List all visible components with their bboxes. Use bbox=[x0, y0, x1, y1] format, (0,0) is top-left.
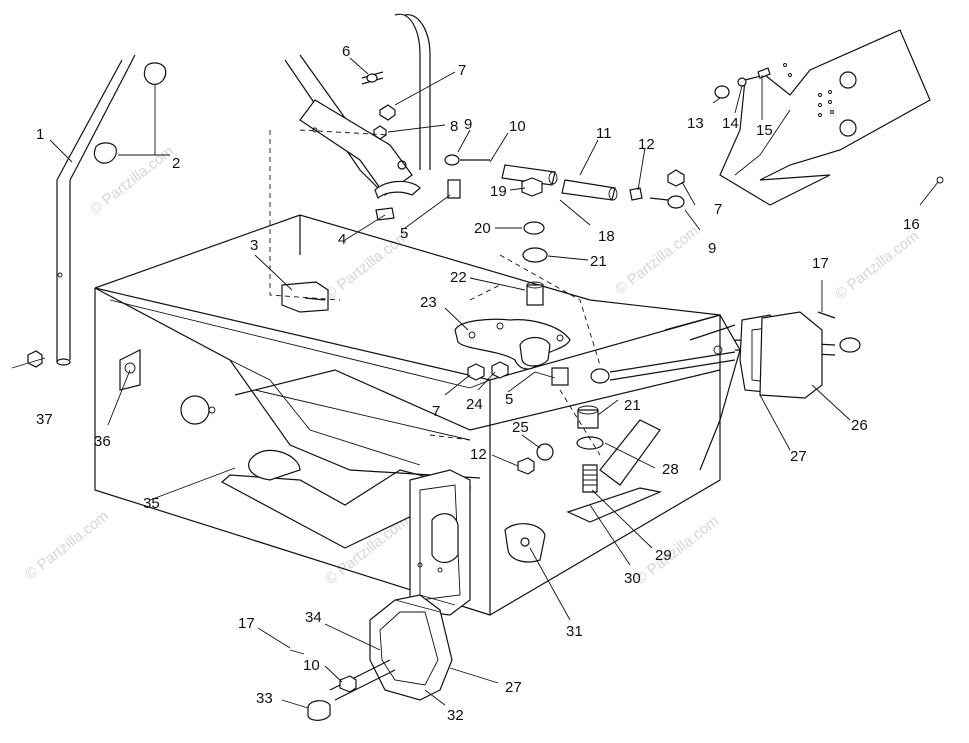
hardware-top bbox=[361, 71, 685, 306]
callout-24: 24 bbox=[466, 396, 483, 413]
leader-lines bbox=[11, 57, 939, 709]
callout-30: 30 bbox=[624, 570, 641, 587]
bushing-part-2 bbox=[93, 62, 167, 164]
callout-3: 3 bbox=[250, 237, 258, 254]
upper-column-bracket bbox=[284, 13, 431, 200]
callout-37: 37 bbox=[36, 411, 53, 428]
callout-5: 5 bbox=[400, 225, 408, 242]
callout-8: 8 bbox=[450, 118, 458, 135]
callout-9: 9 bbox=[708, 240, 716, 257]
callout-29: 29 bbox=[655, 547, 672, 564]
steering-arm-plate bbox=[454, 318, 571, 386]
callout-7: 7 bbox=[714, 201, 722, 218]
callout-10: 10 bbox=[509, 118, 526, 135]
watermark-text: © Partzilla.com bbox=[612, 223, 702, 299]
callout-9: 9 bbox=[464, 116, 472, 133]
lower-center-hardware bbox=[504, 443, 554, 563]
callout-16: 16 bbox=[903, 216, 920, 233]
tie-rod-right bbox=[590, 311, 861, 471]
callout-7: 7 bbox=[432, 403, 440, 420]
callout-2: 2 bbox=[172, 155, 180, 172]
callout-34: 34 bbox=[305, 609, 322, 626]
callout-10: 10 bbox=[303, 657, 320, 674]
callout-28: 28 bbox=[662, 461, 679, 478]
callout-13: 13 bbox=[687, 115, 704, 132]
steering-column-part-1 bbox=[56, 54, 136, 366]
callout-26: 26 bbox=[851, 417, 868, 434]
callout-14: 14 bbox=[722, 115, 739, 132]
callout-17: 17 bbox=[238, 615, 255, 632]
callout-21: 21 bbox=[590, 253, 607, 270]
callout-20: 20 bbox=[474, 220, 491, 237]
callout-11: 11 bbox=[596, 125, 612, 142]
callout-33: 33 bbox=[256, 690, 273, 707]
front-plate bbox=[94, 287, 481, 549]
callout-36: 36 bbox=[94, 433, 111, 450]
callout-25: 25 bbox=[512, 419, 529, 436]
watermark-text: © Partzilla.com bbox=[22, 508, 112, 584]
left-spindle-bracket bbox=[289, 469, 471, 721]
callout-labels: 1 2 3 4 5 6 7 8 9 10 11 12 13 14 15 16 7… bbox=[36, 43, 920, 724]
callout-7: 7 bbox=[458, 62, 466, 79]
callout-31: 31 bbox=[566, 623, 583, 640]
callout-19: 19 bbox=[490, 183, 507, 200]
callout-18: 18 bbox=[598, 228, 615, 245]
callout-1: 1 bbox=[36, 126, 44, 143]
watermark-text: © Partzilla.com bbox=[322, 228, 412, 304]
callout-27: 27 bbox=[505, 679, 522, 696]
callout-12: 12 bbox=[470, 446, 487, 463]
top-right-plate bbox=[714, 29, 944, 206]
callout-22: 22 bbox=[450, 269, 467, 286]
callout-5: 5 bbox=[505, 391, 513, 408]
assembly-lines bbox=[269, 129, 601, 456]
callout-27: 27 bbox=[790, 448, 807, 465]
callout-6: 6 bbox=[342, 43, 350, 60]
callout-17: 17 bbox=[812, 255, 829, 272]
callout-15: 15 bbox=[756, 122, 773, 139]
callout-12: 12 bbox=[638, 136, 655, 153]
callout-21: 21 bbox=[624, 397, 641, 414]
callout-35: 35 bbox=[143, 495, 160, 512]
callout-4: 4 bbox=[338, 231, 346, 248]
watermark-text: © Partzilla.com bbox=[832, 228, 922, 304]
frame-body bbox=[94, 214, 721, 616]
callout-23: 23 bbox=[420, 294, 437, 311]
callout-32: 32 bbox=[447, 707, 464, 724]
left-hardware bbox=[27, 281, 329, 391]
lower-bushing-assembly bbox=[566, 405, 663, 523]
